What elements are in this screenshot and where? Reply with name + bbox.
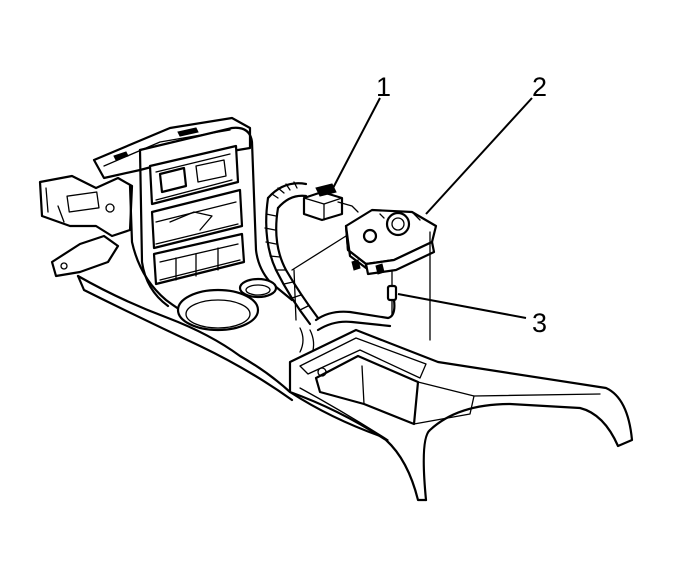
callout-label-1: 1 [376,72,391,102]
left-bracket [38,174,134,278]
sensor-plug-3 [386,269,398,317]
callout-labels: 1 2 3 [376,72,547,338]
leader-line-1 [331,97,381,191]
callout-label-2: 2 [532,72,547,102]
leader-lines [331,97,533,319]
phantom-panel [291,231,431,341]
cup-holders [176,277,278,332]
leader-line-3 [397,293,527,319]
switch-assembly-2 [344,208,438,276]
center-stack-openings [148,144,246,286]
leader-line-2 [425,97,533,215]
connector-1 [302,183,359,222]
storage-bin [288,328,634,502]
callout-label-3: 3 [532,308,547,338]
